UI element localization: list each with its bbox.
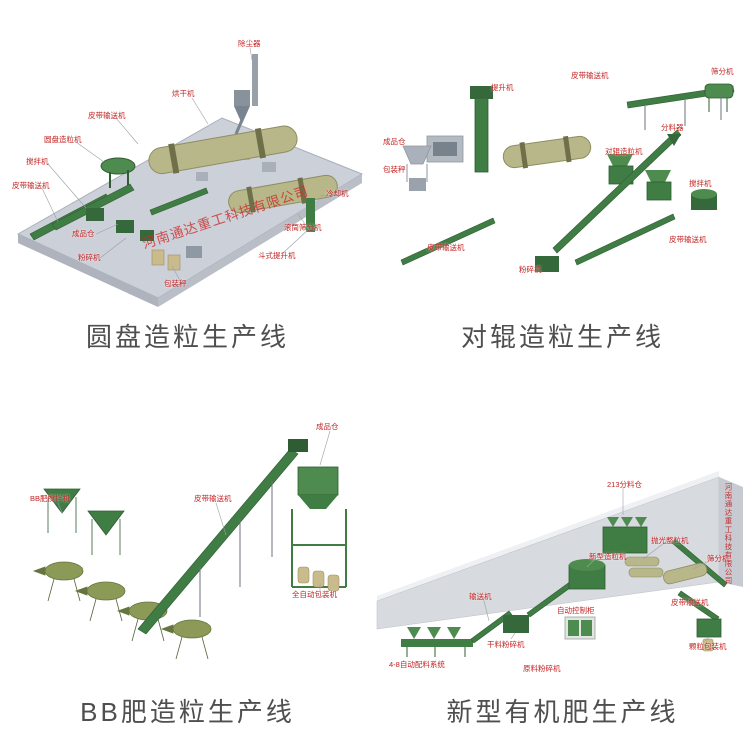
feed-hopper <box>426 135 464 163</box>
granule-packer <box>696 618 722 652</box>
panel-organic-fertilizer-line: 河南通达重工科技有限公司 213分料仓 输送机 干料粉碎机 4-8自动配料系统 … <box>375 375 750 750</box>
equipment-label: 对辊造粒机 <box>605 147 643 156</box>
roller-granulators <box>607 154 672 201</box>
equipment-label: 滚筒筛分机 <box>284 223 322 232</box>
inclined-conveyor <box>137 439 308 635</box>
equipment-label: 全自动包装机 <box>292 590 337 599</box>
product-bin-and-packer <box>402 145 432 191</box>
dust-collector-icon <box>234 54 258 135</box>
roller-line-illustration: 提升机 皮带输送机 筛分机 分料器 成品仓 包装秤 对辊造粒机 搅拌机 皮带输送… <box>375 2 750 312</box>
screening-machine <box>704 83 734 112</box>
equipment-label: 斗式提升机 <box>258 251 296 260</box>
leader-lines <box>482 487 714 642</box>
dry-material-crusher <box>503 615 529 633</box>
equipment-label: 包装秤 <box>383 165 406 174</box>
equipment-label: 抛光整粒机 <box>651 536 689 545</box>
distribution-bins <box>602 517 648 554</box>
conveyor-supports <box>644 94 722 130</box>
mixer-crusher-units <box>86 208 154 241</box>
leader-lines <box>57 430 331 591</box>
equipment-label: 颗粒包装机 <box>689 642 727 651</box>
equipment-label: BB肥搅拌机 <box>30 494 71 503</box>
equipment-label: 皮带输送机 <box>194 494 232 503</box>
equipment-label: 筛分机 <box>707 554 730 563</box>
mixer <box>691 189 717 210</box>
equipment-label: 分料器 <box>661 123 684 132</box>
equipment-label: 提升机 <box>491 83 514 92</box>
equipment-label: 皮带输送机 <box>12 181 50 190</box>
disc-line-illustration: 河南通达重工科技有限公司 除尘器 烘干机 皮带输送机 圆盘造粒机 搅拌机 皮带输… <box>0 2 375 312</box>
equipment-label: 干料粉碎机 <box>487 640 525 649</box>
filled-bags <box>297 566 340 592</box>
equipment-label: 包装秤 <box>164 279 187 288</box>
equipment-label: 成品仓 <box>383 137 406 146</box>
equipment-label: 自动控制柜 <box>557 606 595 615</box>
equipment-label: 皮带输送机 <box>88 111 126 120</box>
equipment-label: 烘干机 <box>172 89 195 98</box>
equipment-label: 除尘器 <box>238 39 261 48</box>
crusher <box>535 256 559 272</box>
panel-disc-granulation-line: 河南通达重工科技有限公司 除尘器 烘干机 皮带输送机 圆盘造粒机 搅拌机 皮带输… <box>0 0 375 375</box>
equipment-label: 新型造粒机 <box>589 552 627 561</box>
leader-lines <box>41 47 339 285</box>
product-bin <box>297 466 339 509</box>
equipment-label: 粉碎机 <box>519 265 542 274</box>
bagging-station <box>151 246 202 271</box>
rotary-drum <box>502 135 592 169</box>
back-wall <box>376 471 743 630</box>
disc-granulator <box>100 157 136 188</box>
panel-roller-granulation-line: 提升机 皮带输送机 筛分机 分料器 成品仓 包装秤 对辊造粒机 搅拌机 皮带输送… <box>375 0 750 375</box>
organic-line-illustration: 河南通达重工科技有限公司 213分料仓 输送机 干料粉碎机 4-8自动配料系统 … <box>375 377 750 687</box>
belt-conveyors <box>29 183 209 241</box>
panel-caption: 圆盘造粒生产线 <box>85 322 289 352</box>
panel-caption: 对辊造粒生产线 <box>460 322 664 352</box>
equipment-label: 原料粉碎机 <box>523 664 561 673</box>
equipment-label: 皮带输送机 <box>671 598 709 607</box>
equipment-label: 成品仓 <box>316 422 339 431</box>
elevated-hoppers <box>43 488 125 555</box>
equipment-label: 冷却机 <box>326 189 349 198</box>
equipment-label: 搅拌机 <box>689 179 712 188</box>
bucket-elevator <box>306 198 315 232</box>
equipment-label: 皮带输送机 <box>669 235 707 244</box>
bb-line-drawing <box>32 430 347 660</box>
equipment-label: 皮带输送机 <box>571 71 609 80</box>
panel-caption: 新型有机肥生产线 <box>446 697 679 727</box>
equipment-label: 成品仓 <box>72 229 95 238</box>
equipment-label: 搅拌机 <box>26 157 49 166</box>
panel-caption: BB肥造粒生产线 <box>80 697 295 727</box>
rotary-dryer <box>148 125 298 175</box>
batching-conveyor <box>401 627 473 657</box>
belt-conveyors <box>400 85 735 266</box>
bucket-elevator <box>470 86 493 173</box>
equipment-label: 4-8自动配料系统 <box>389 660 445 669</box>
screen-drum <box>663 562 708 585</box>
roller-line-drawing <box>400 83 735 272</box>
control-cabinet <box>564 616 596 640</box>
new-type-granulator <box>568 559 606 590</box>
organic-line-drawing <box>376 471 743 657</box>
disc-line-drawing <box>16 47 364 307</box>
rotary-cooler <box>228 174 338 214</box>
bb-line-illustration: BB肥搅拌机 皮带输送机 成品仓 全自动包装机 <box>0 377 375 687</box>
polishing-machine <box>624 556 664 578</box>
splitter <box>667 134 681 146</box>
company-watermark-vertical: 河南通达重工科技有限公司 <box>724 483 733 585</box>
equipment-label: 粉碎机 <box>78 253 101 262</box>
equipment-label: 圆盘造粒机 <box>44 135 82 144</box>
equipment-label: 筛分机 <box>711 67 734 76</box>
equipment-label: 213分料仓 <box>607 480 643 489</box>
equipment-label: 输送机 <box>469 592 492 601</box>
panel-bb-fertilizer-line: BB肥搅拌机 皮带输送机 成品仓 全自动包装机 BB肥造粒生产线 <box>0 375 375 750</box>
equipment-label: 皮带输送机 <box>427 243 465 252</box>
